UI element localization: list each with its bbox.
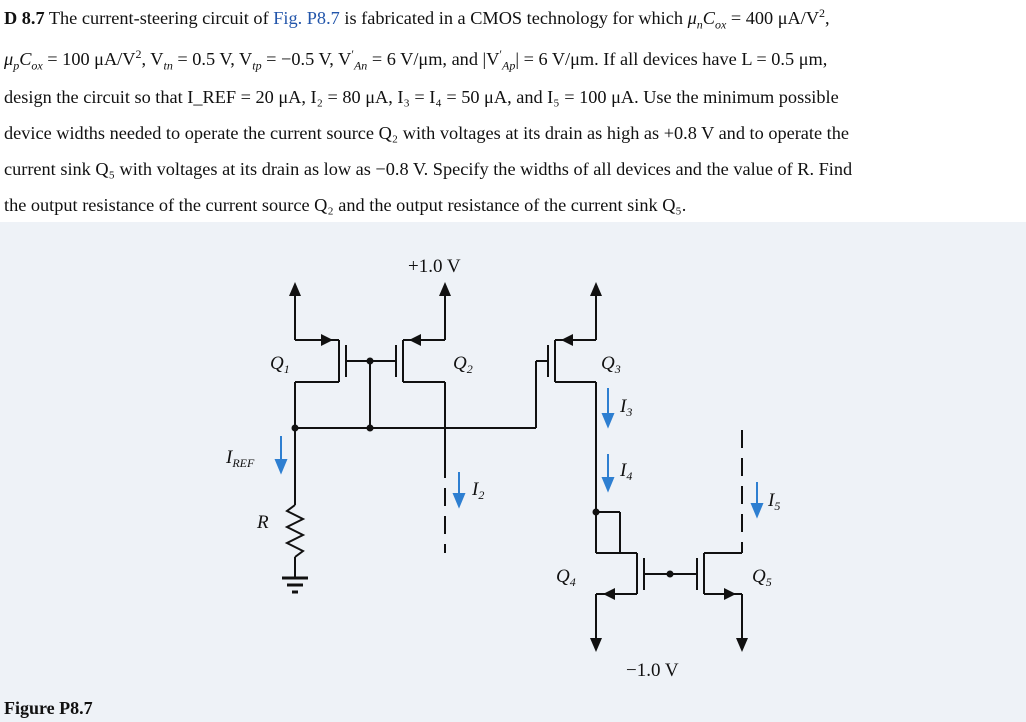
arrow-down-q4 — [590, 638, 602, 652]
problem-number: D 8.7 — [4, 8, 45, 28]
q4-label: Q4 — [556, 566, 576, 589]
q1-arrow — [321, 334, 333, 346]
q1-label: Q1 — [270, 353, 290, 376]
arrow-up-q3 — [590, 282, 602, 296]
current-arrows — [274, 388, 764, 519]
arrow-down-q5 — [736, 638, 748, 652]
q4-arrow — [603, 588, 615, 600]
iref-label: IREF — [225, 447, 255, 470]
figure-reference-link[interactable]: Fig. P8.7 — [273, 8, 340, 28]
i4-label: I4 — [619, 460, 632, 483]
q5-label: Q5 — [752, 566, 772, 589]
circuit-labels: +1.0 V −1.0 V R Q1 Q2 Q3 Q4 Q5 IREF I2 I… — [225, 256, 780, 681]
i5-label: I5 — [767, 490, 780, 513]
terminal-arrows — [289, 282, 748, 652]
arrow-up-vdd — [439, 282, 451, 296]
q5-arrow — [724, 588, 736, 600]
vss-label: −1.0 V — [626, 660, 679, 681]
q3-label: Q3 — [601, 353, 621, 376]
junction-dots — [291, 357, 674, 578]
q2-label: Q2 — [453, 353, 473, 376]
problem-statement: D 8.7 The current-steering circuit of Fi… — [0, 0, 1026, 222]
problem-line-4: device widths needed to operate the curr… — [4, 123, 850, 143]
problem-line-6: the output resistance of the current sou… — [4, 195, 687, 215]
vdd-label: +1.0 V — [408, 256, 461, 277]
figure-caption: Figure P8.7 — [4, 698, 93, 718]
i3-label: I3 — [619, 396, 632, 419]
circuit-wires — [282, 293, 743, 640]
problem-line-1: D 8.7 The current-steering circuit of Fi… — [4, 5, 830, 32]
problem-line-5: current sink Q₅ with voltages at its dra… — [4, 159, 853, 179]
arrow-up-q1 — [289, 282, 301, 296]
q2-arrow — [409, 334, 421, 346]
resistor-r — [284, 504, 306, 558]
problem-line-3: design the circuit so that I_REF = 20 μA… — [4, 87, 839, 107]
problem-line-2: μpCox = 100 μA/V2, Vtn = 0.5 V, Vtp = −0… — [4, 46, 828, 73]
resistor-label: R — [256, 512, 269, 533]
q3-arrow — [561, 334, 573, 346]
i2-label: I2 — [471, 479, 484, 502]
